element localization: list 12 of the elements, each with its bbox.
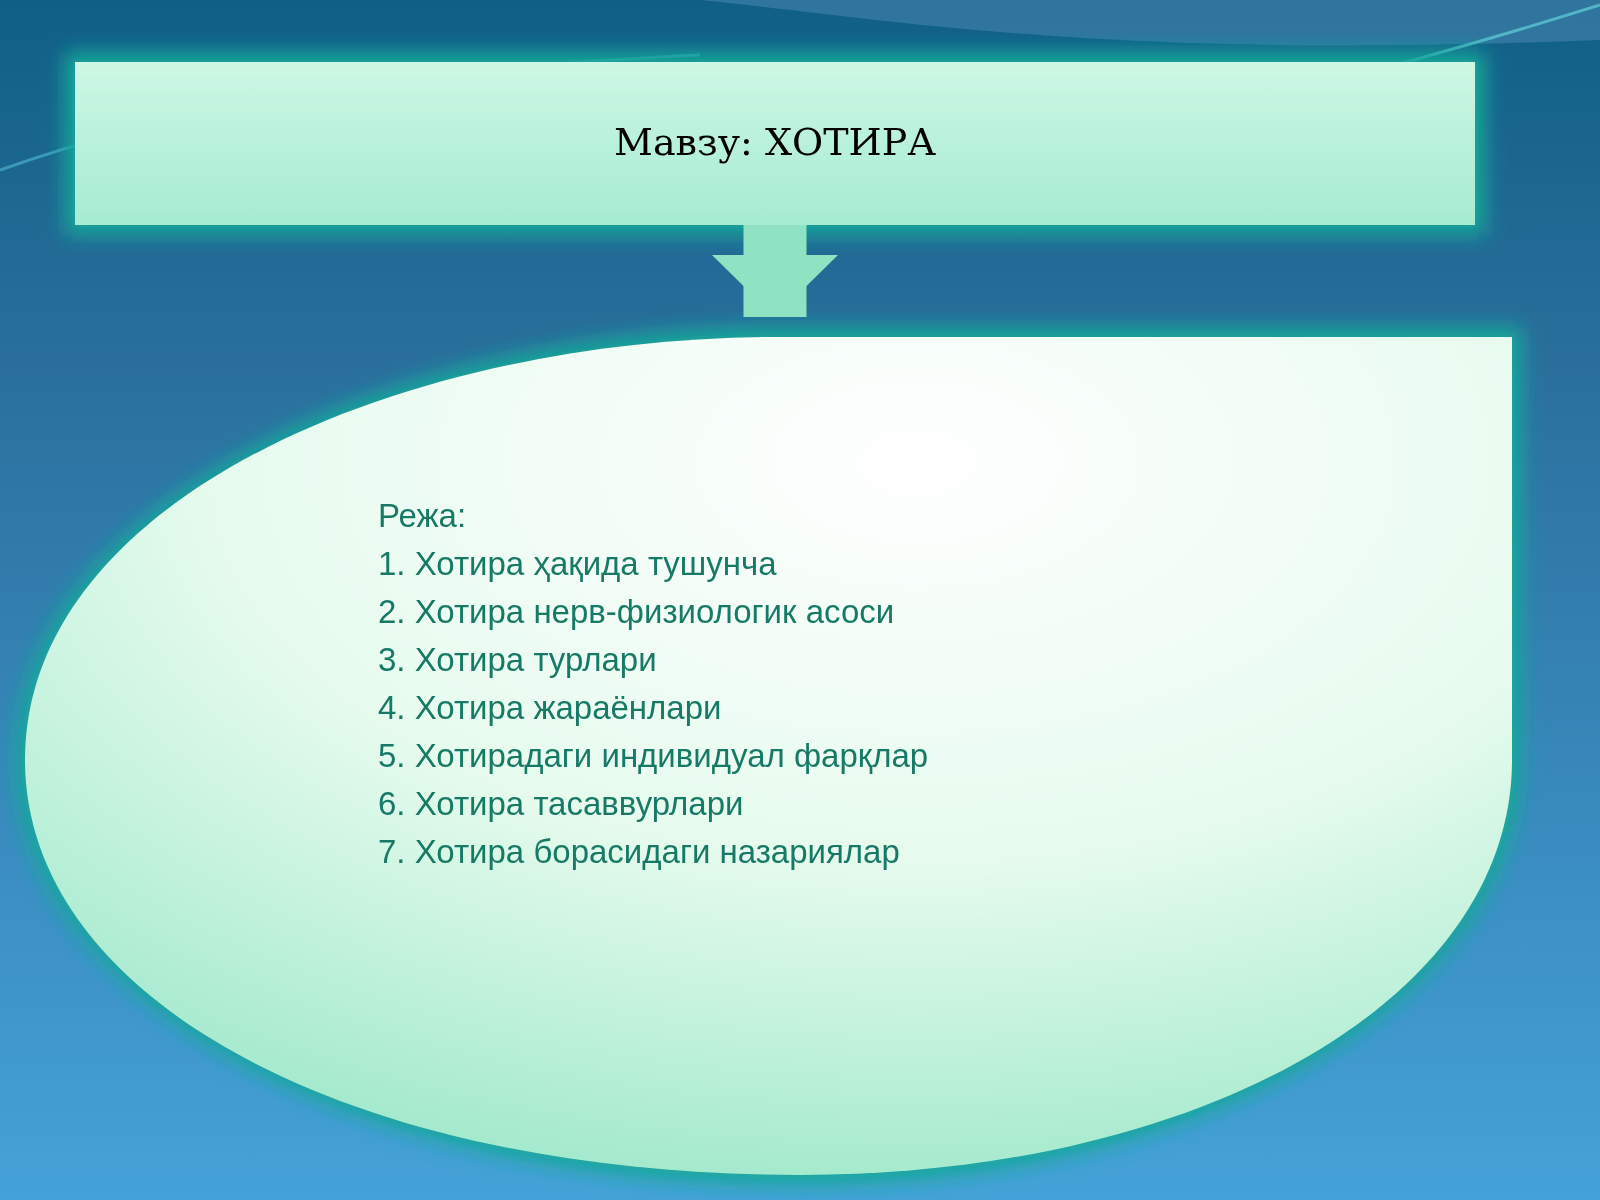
plan-item: 2. Хотира нерв-физиологик асоси: [378, 593, 895, 631]
plan-item: 6. Хотира тасаввурлари: [378, 785, 744, 823]
plan-item: 1. Хотира ҳақида тушунча: [378, 545, 777, 583]
title-text: Мавзу: ХОТИРА: [614, 120, 936, 164]
plan-heading: Режа:: [378, 497, 467, 535]
content-shape: [25, 337, 1512, 1175]
block-arrow: [712, 225, 838, 317]
title-box: [75, 62, 1475, 225]
plan-item: 5. Хотирадаги индивидуал фарқлар: [378, 737, 929, 775]
plan-item: 3. Хотира турлари: [378, 641, 657, 679]
plan-item: 4. Хотира жараёнлари: [378, 689, 722, 727]
plan-item: 7. Хотира борасидаги назариялар: [378, 833, 900, 871]
